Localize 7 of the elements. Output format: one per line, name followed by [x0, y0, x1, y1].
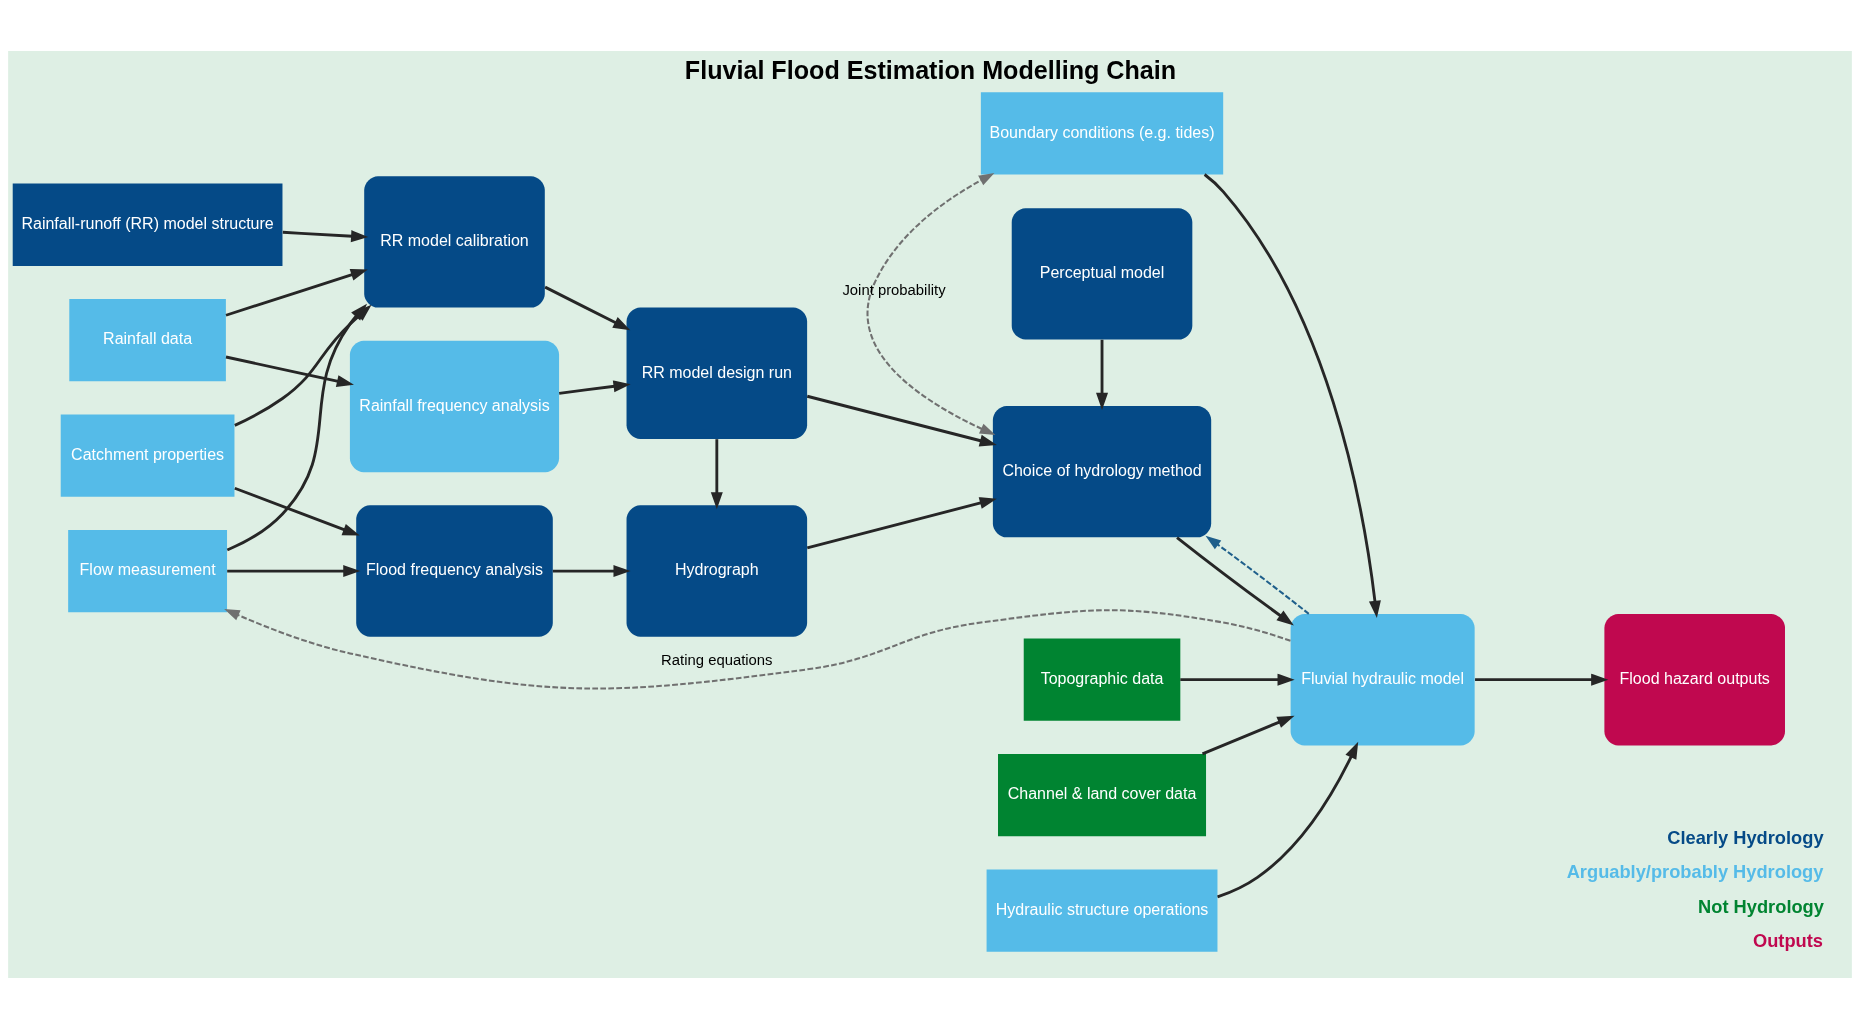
edge-label: Joint probability: [842, 281, 946, 298]
edge-label: Rating equations: [661, 651, 773, 668]
legend-label: Clearly Hydrology: [1667, 826, 1824, 848]
legend-label: Arguably/probably Hydrology: [1566, 860, 1824, 882]
legend-label: Outputs: [1752, 929, 1823, 951]
legend-label: Not Hydrology: [1698, 895, 1824, 917]
diagram-title: Fluvial Flood Estimation Modelling Chain: [684, 55, 1177, 84]
